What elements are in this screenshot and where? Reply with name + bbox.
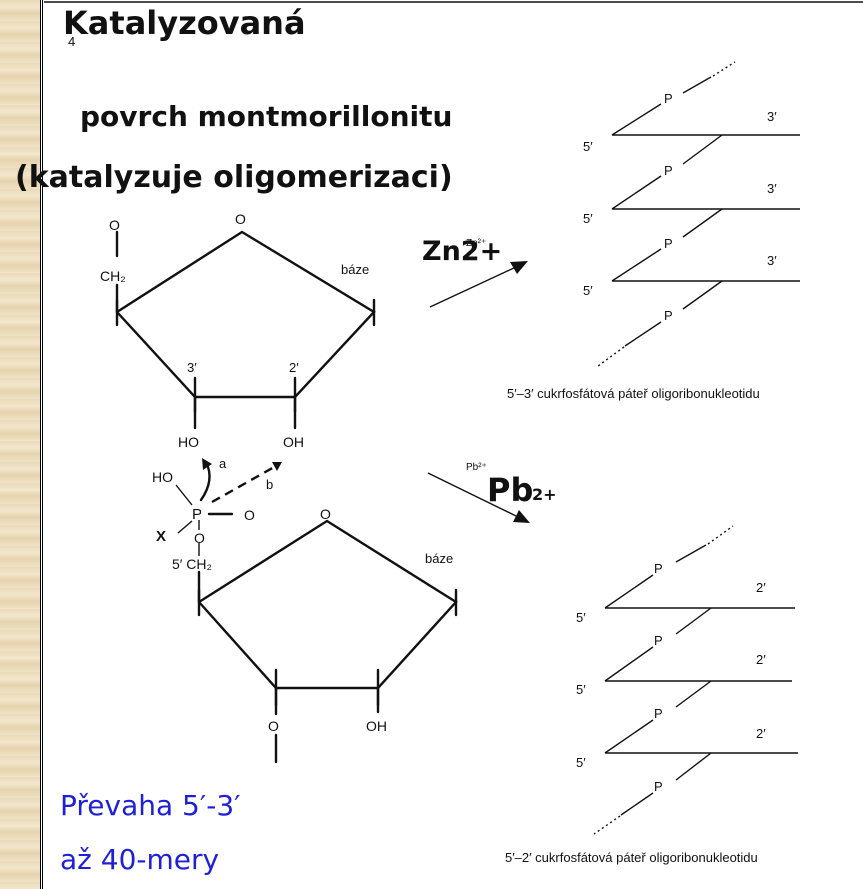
- leaving-group-x-label: X: [156, 528, 166, 545]
- note-line1: Převaha 5′-3′: [60, 789, 241, 822]
- backbone-53-5prime-1: 5′: [583, 139, 593, 154]
- backbone-53-p4: P: [664, 308, 673, 323]
- backbone-52-link-1: [604, 574, 654, 609]
- phosphate-o-bottom-label: O: [194, 530, 205, 546]
- backbone-52: [593, 525, 798, 835]
- title-line2: povrch montmorillonitu: [80, 100, 452, 133]
- zn-arrow-line: [429, 266, 517, 308]
- upper-ch2-label: CH₂: [100, 268, 126, 284]
- arrow-b-head: [272, 462, 282, 471]
- upper-oh-label: OH: [283, 434, 304, 450]
- backbone-52-p1: P: [654, 561, 663, 576]
- backbone-52-2prime-1: 2′: [756, 580, 766, 595]
- backbone-53: [597, 61, 800, 367]
- backbone-53-p1: P: [664, 91, 673, 106]
- arrow-a-label: a: [219, 456, 227, 471]
- backbone-52-bottom-dots: [593, 815, 621, 835]
- backbone-52-5prime-2: 5′: [576, 682, 586, 697]
- backbone-53-link-2a: [682, 134, 723, 165]
- note-line2: až 40-mery: [60, 843, 219, 876]
- backbone-52-link-3b: [604, 719, 654, 754]
- lower-ribose-ring: [197, 519, 458, 764]
- lower-ring-bonds: [197, 519, 458, 690]
- title-line1: Katalyzovaná: [63, 4, 306, 42]
- backbone-53-3prime-2: 3′: [767, 181, 777, 196]
- upper-2prime-label: 2′: [289, 360, 299, 375]
- title-line3: (katalyzuje oligomerizaci): [15, 160, 453, 195]
- backbone-53-p3: P: [664, 236, 673, 251]
- slide-number: 4: [68, 34, 75, 49]
- backbone-52-top-dots: [707, 525, 734, 545]
- backbone-53-bottom-dots: [597, 346, 625, 367]
- backbone-53-link-3b: [611, 248, 662, 282]
- backbone-53-link-4a: [682, 280, 723, 310]
- lower-o-label: O: [268, 718, 279, 734]
- backbone-52-p2: P: [654, 633, 663, 648]
- upper-base-label: báze: [341, 262, 369, 277]
- backbone-52-2prime-3: 2′: [756, 726, 766, 741]
- zn-arrow-head: [510, 261, 528, 274]
- backbone-52-link-4b: [620, 792, 654, 816]
- backbone-52-5prime-1: 5′: [576, 610, 586, 625]
- arrow-a-head: [202, 458, 212, 470]
- upper-o-label: O: [109, 217, 120, 233]
- backbone-53-top-link: [682, 76, 712, 94]
- lower-base-label: báze: [425, 551, 453, 566]
- backbone-52-top-link: [675, 544, 707, 563]
- phosphate-ho-label: HO: [152, 469, 173, 485]
- pb-reaction-arrow: [427, 472, 530, 523]
- backbone-53-link-1: [611, 103, 662, 136]
- backbone-52-p3: P: [654, 706, 663, 721]
- lower-oh-label: OH: [366, 718, 387, 734]
- backbone-53-3prime-1: 3′: [767, 109, 777, 124]
- backbone-52-caption: 5′–2′ cukrfosfátová páteř oligoribonukle…: [505, 850, 758, 865]
- phosphate-ho-bond: [175, 484, 193, 506]
- upper-ribose-ring: [115, 230, 376, 430]
- pb-arrow-line: [427, 472, 517, 517]
- backbone-52-link-3a: [675, 680, 712, 708]
- phosphate-p-label: P: [192, 506, 202, 523]
- upper-3prime-label: 3′: [187, 360, 197, 375]
- backbone-52-link-4a: [675, 752, 712, 781]
- backbone-52-link-2a: [675, 607, 712, 635]
- pb-ion-label: Pb: [487, 471, 533, 509]
- backbone-52-5prime-3: 5′: [576, 755, 586, 770]
- backbone-53-link-4b: [624, 321, 662, 347]
- backbone-52-2prime-2: 2′: [756, 652, 766, 667]
- backbone-53-p2: P: [664, 163, 673, 178]
- backbone-53-5prime-2: 5′: [583, 211, 593, 226]
- backbone-52-link-2b: [604, 646, 654, 682]
- pb-arrow-head: [513, 510, 530, 523]
- zn-ion-small-label: Zn²⁺: [466, 238, 486, 249]
- lower-ring-oxygen: O: [320, 506, 331, 522]
- parchment-side-band: [0, 0, 40, 889]
- upper-ring-bonds: [115, 230, 376, 399]
- backbone-53-link-3a: [682, 208, 723, 238]
- slide: [40, 0, 863, 889]
- zn-ion-label: Zn2+: [422, 236, 502, 267]
- backbone-53-caption: 5′–3′ cukrfosfátová páteř oligoribonukle…: [507, 386, 760, 401]
- phosphate-o-right-label: O: [244, 507, 255, 523]
- lower-5prime-ch2-label: 5′ CH₂: [172, 556, 212, 572]
- upper-ring-oxygen: O: [235, 211, 246, 227]
- phosphate-x-bond: [177, 520, 193, 534]
- upper-ho-label: HO: [178, 434, 199, 450]
- backbone-53-5prime-3: 5′: [583, 283, 593, 298]
- arrow-b-path: [211, 464, 277, 504]
- pb-ion-charge: 2+: [532, 485, 557, 504]
- backbone-52-p4: P: [654, 779, 663, 794]
- backbone-53-top-dots: [712, 61, 736, 77]
- backbone-53-3prime-3: 3′: [767, 253, 777, 268]
- phosphate-group: [175, 458, 282, 556]
- backbone-53-link-2b: [611, 175, 662, 210]
- pb-ion-small-label: Pb²⁺: [466, 462, 487, 473]
- arrow-b-label: b: [266, 477, 273, 492]
- zn-reaction-arrow: [429, 261, 528, 308]
